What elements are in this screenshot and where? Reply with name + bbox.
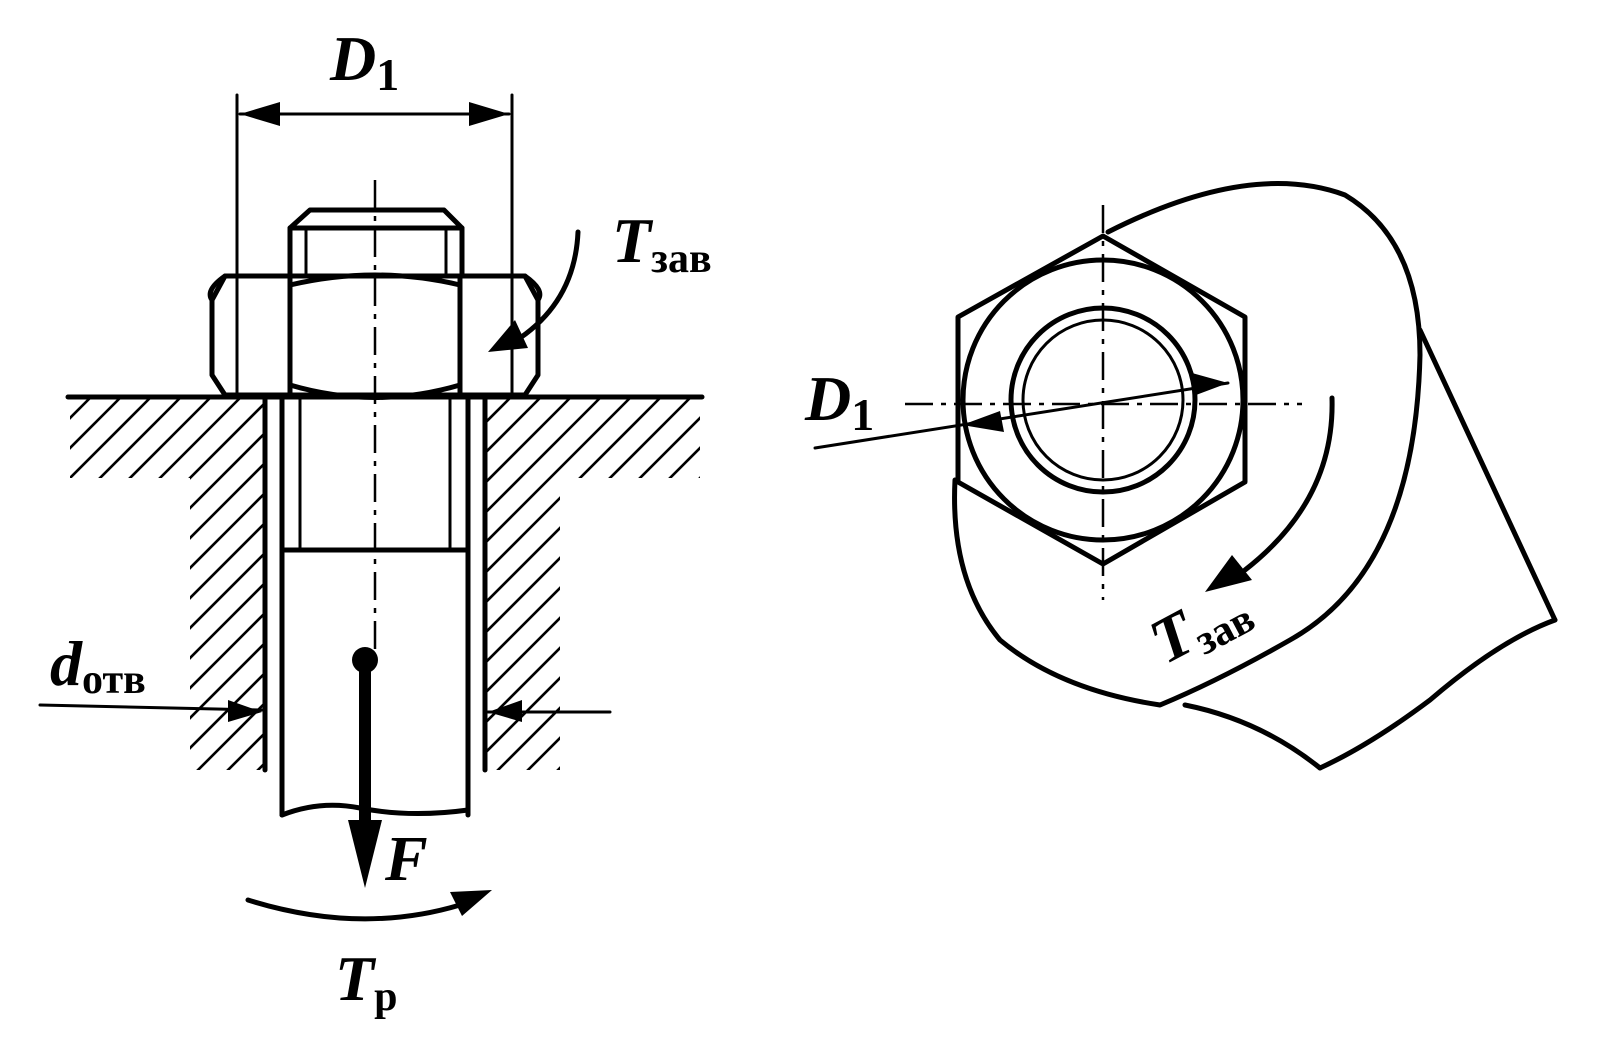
tightening-torque-label: Tзав: [612, 205, 712, 282]
hatch-line: [485, 398, 631, 770]
base-material-hatching: [0, 398, 1080, 772]
wrench-outline: [952, 181, 1558, 771]
hatch-line: [70, 398, 241, 770]
hex-nut-top: [955, 233, 1248, 567]
hatch-line: [70, 398, 91, 770]
tightening-torque-arrow-right: [1205, 395, 1335, 592]
hatch-line: [645, 398, 700, 770]
hatch-line: [525, 398, 700, 770]
hole-walls: [262, 394, 488, 773]
hatch-line: [485, 398, 691, 770]
hatch-line: [0, 398, 60, 772]
d1-label: D1: [329, 23, 399, 100]
axial-force-arrow: [348, 647, 382, 888]
left-section-view: D1 Tзав dотв F: [0, 23, 1080, 1020]
reaction-torque-label: Tр: [335, 943, 397, 1020]
hatch-line: [70, 398, 265, 770]
d1-dimension-right: [813, 373, 1230, 450]
hatch-line: [706, 398, 1080, 772]
hatch-line: [675, 398, 700, 770]
hatch-line: [70, 398, 121, 770]
hatch-line: [485, 398, 601, 770]
hatch-line: [70, 398, 265, 770]
hatch-line: [106, 398, 480, 772]
hatch-line: [485, 398, 700, 770]
hatch-line: [485, 398, 571, 770]
hatch-line: [485, 398, 661, 770]
hatch-line: [555, 398, 700, 770]
hatch-line: [105, 398, 265, 770]
hatch-line: [135, 398, 265, 770]
hatch-line: [70, 398, 181, 770]
hatch-line: [485, 398, 700, 770]
hatch-line: [485, 398, 700, 770]
hole-diameter-label: dотв: [50, 628, 146, 703]
hatch-line: [495, 398, 700, 770]
force-label: F: [384, 823, 428, 894]
right-top-view: D1 Tзав: [804, 181, 1558, 771]
tightening-torque-arrow: [488, 229, 581, 352]
reaction-torque-arrow: [245, 890, 492, 922]
hatch-line: [70, 398, 151, 770]
bolt-shank: [279, 394, 471, 818]
hatch-line: [485, 398, 700, 770]
hatch-line: [585, 398, 700, 770]
bolt-thread-end: [287, 207, 465, 279]
hole-diameter-dimension: [38, 700, 612, 722]
hatch-line: [485, 398, 700, 770]
hatch-line: [70, 398, 211, 770]
hatch-line: [615, 398, 700, 770]
hatch-line: [70, 398, 265, 770]
d1-label-right: D1: [804, 363, 874, 440]
